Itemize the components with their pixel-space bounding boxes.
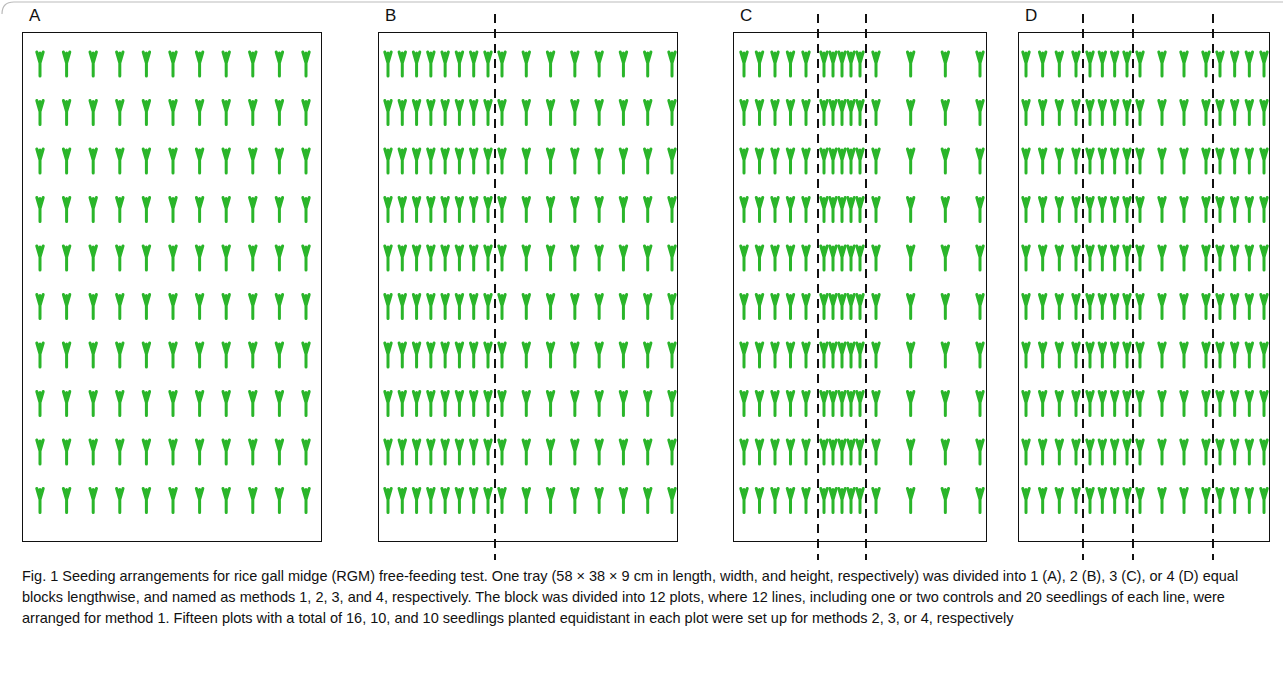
panel-letter: C (740, 6, 752, 26)
seedling-tray: A (22, 32, 322, 542)
panel-letter: D (1025, 6, 1037, 26)
seedling-tray: D (1018, 32, 1270, 542)
block-dividers (495, 14, 1213, 560)
seedlings (37, 52, 1267, 513)
panel-letter: B (385, 6, 396, 26)
seedling-tray: C (733, 32, 987, 542)
figure-caption: Fig. 1 Seeding arrangements for rice gal… (22, 566, 1262, 629)
seedling-tray: B (378, 32, 678, 542)
figure-frame (2, 2, 1283, 14)
panel-letter: A (29, 6, 40, 26)
